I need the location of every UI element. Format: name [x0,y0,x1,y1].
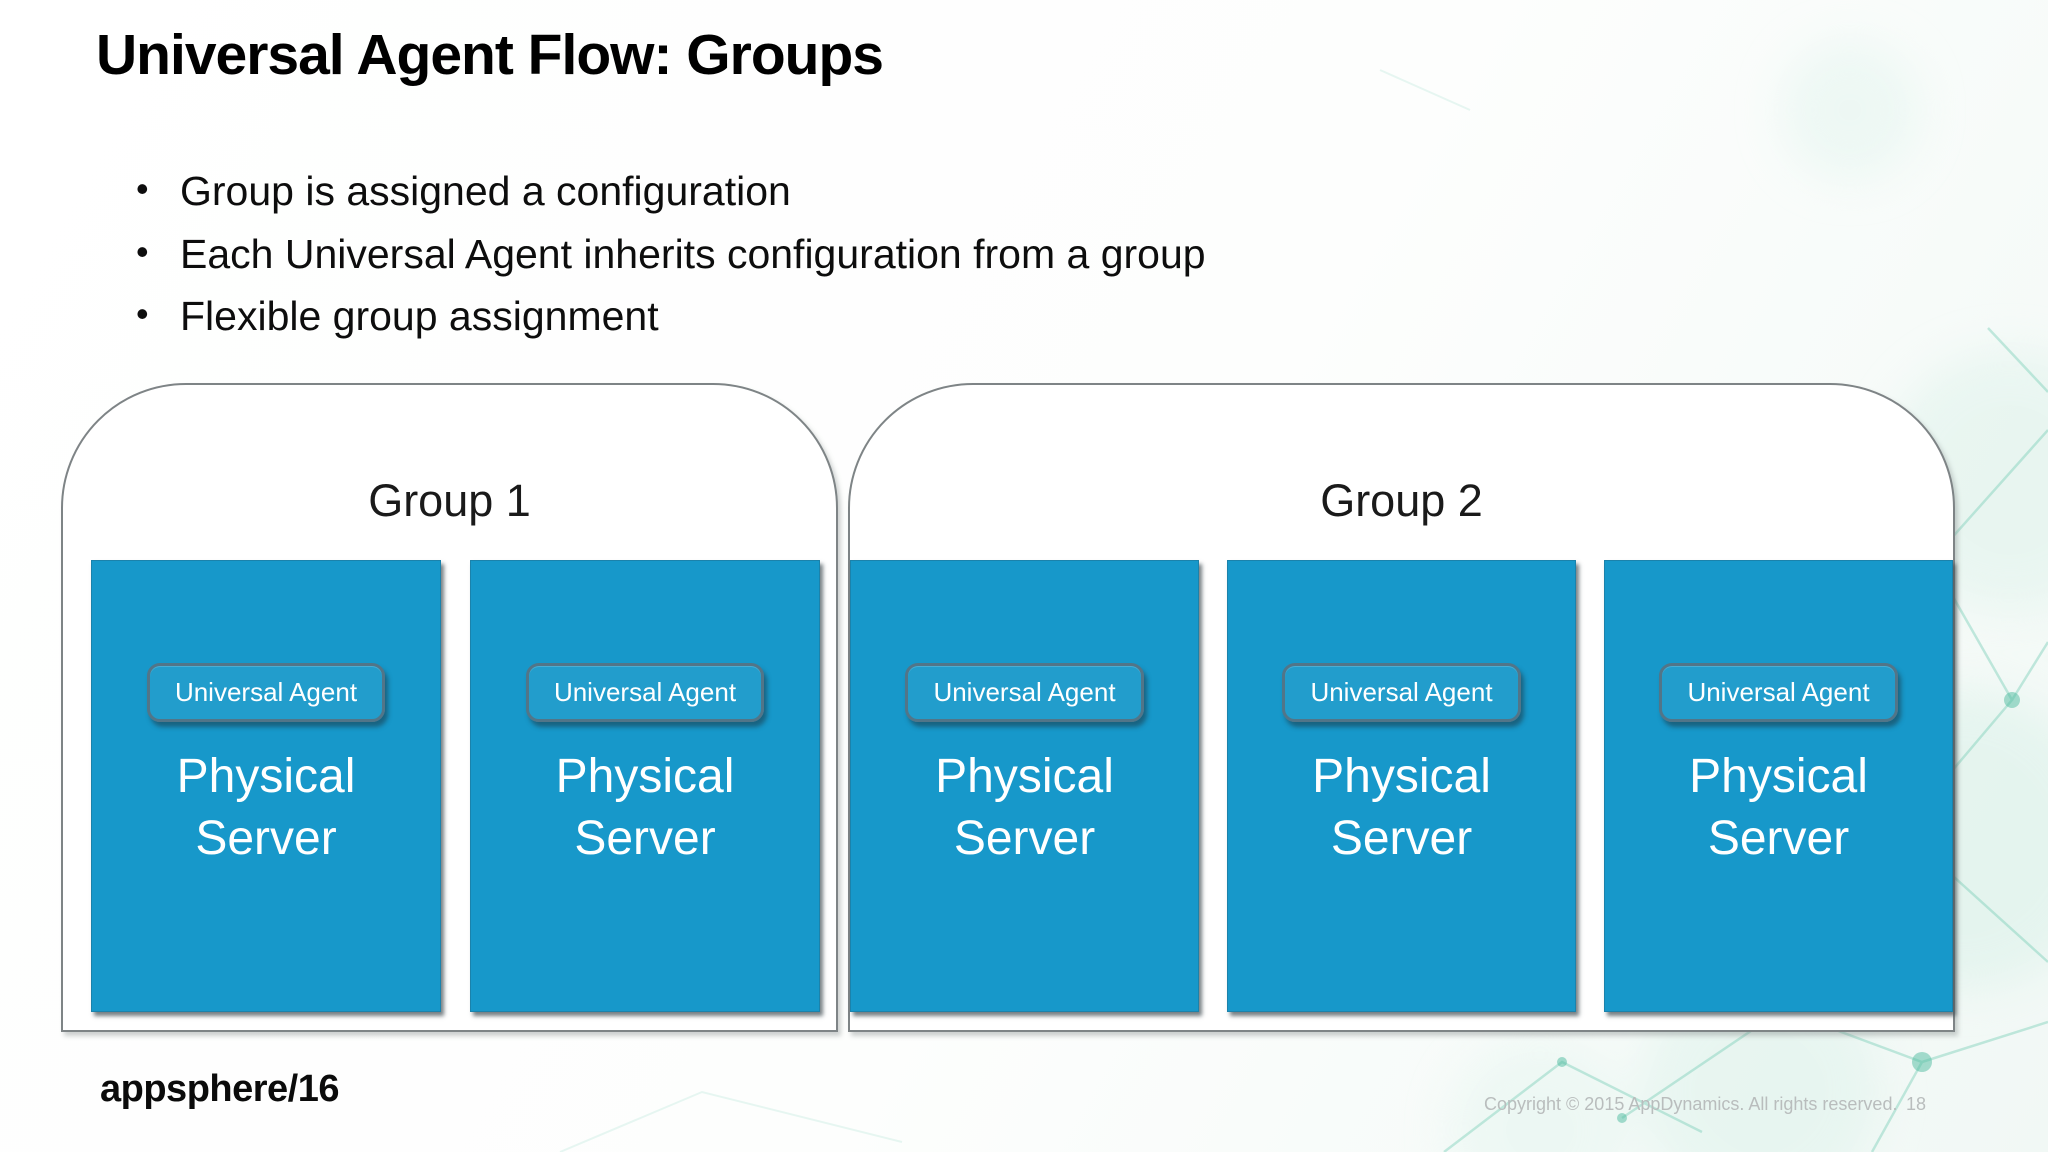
slide-title: Universal Agent Flow: Groups [96,23,884,87]
group-1-label: Group 1 [368,475,531,526]
copyright-text: Copyright © 2015 AppDynamics. All rights… [1484,1094,1898,1114]
server-name: Physical Server [935,750,1114,865]
server-card: Universal Agent Physical Server [850,560,1199,1012]
server-name: Physical Server [1312,750,1491,865]
universal-agent-badge: Universal Agent [525,663,765,722]
universal-agent-badge: Universal Agent [146,663,386,722]
page-number: 18 [1906,1094,1927,1114]
bullet-item: Flexible group assignment [130,293,1206,340]
server-card: Universal Agent Physical Server [91,560,441,1012]
appsphere-logo-text: appsphere [100,1068,288,1110]
universal-agent-badge: Universal Agent [1282,663,1521,722]
bullet-item: Group is assigned a configuration [130,168,1206,215]
server-card: Universal Agent Physical Server [470,560,820,1012]
universal-agent-badge: Universal Agent [905,663,1144,722]
server-card: Universal Agent Physical Server [1604,560,1953,1012]
group-1-container: Group 1 Universal Agent Physical Server … [61,383,838,1032]
server-card: Universal Agent Physical Server [1227,560,1576,1012]
server-name: Physical Server [176,750,356,865]
appsphere-logo-year: /16 [287,1068,340,1110]
server-name: Physical Server [555,750,735,865]
bullet-list: Group is assigned a configuration Each U… [130,168,1206,356]
server-name: Physical Server [1689,750,1868,865]
bullet-item: Each Universal Agent inherits configurat… [130,231,1206,278]
group-2-container: Group 2 Universal Agent Physical Server … [848,383,1955,1032]
universal-agent-badge: Universal Agent [1659,663,1898,722]
appsphere-logo: appsphere/16 [100,1068,340,1111]
group-2-label: Group 2 [1320,475,1483,526]
